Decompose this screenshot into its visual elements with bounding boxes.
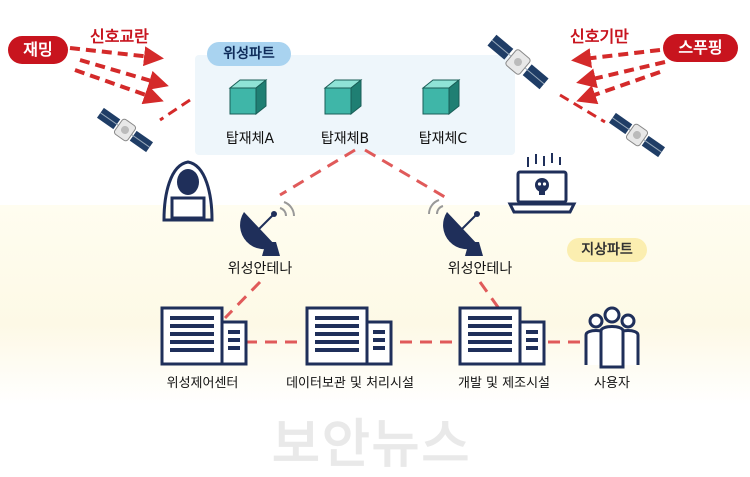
- uplink-lines: [279, 148, 451, 202]
- spoofing-badge: 스푸핑: [663, 34, 738, 62]
- payload-label-a: 탑재체A: [225, 131, 275, 147]
- ground-part-label: 지상파트: [567, 238, 647, 262]
- users-label: 사용자: [594, 376, 630, 391]
- jamming-badge: 재밍: [8, 36, 68, 64]
- facility-label-control: 위성제어센터: [166, 376, 239, 391]
- spoofing-arrows: [559, 48, 666, 124]
- users-icon: [584, 306, 640, 369]
- ground-links: [223, 280, 588, 344]
- payload-cube-a: [228, 78, 268, 116]
- antenna-icon: [240, 201, 295, 256]
- antenna-label-left: 위성안테나: [227, 261, 293, 277]
- watermark: 보안뉴스: [272, 415, 472, 475]
- jamming-title: 신호교란: [90, 27, 149, 46]
- hacker-icon: [162, 160, 214, 222]
- antenna-icon: [428, 199, 483, 256]
- spoofing-title: 신호기만: [570, 27, 629, 46]
- building-icon: [458, 306, 546, 366]
- space-part-label: 위성파트: [207, 42, 291, 66]
- facility-label-data: 데이터보관 및 처리시설: [286, 376, 414, 391]
- satellite-icon: [96, 107, 154, 153]
- payload-label-b: 탑재체B: [320, 131, 370, 147]
- jamming-arrows: [69, 46, 191, 122]
- payload-cube-b: [323, 78, 363, 116]
- satellite-icon: [608, 112, 666, 158]
- building-icon: [305, 306, 393, 366]
- antenna-label-right: 위성안테나: [447, 261, 513, 277]
- building-icon: [160, 306, 248, 366]
- malware-laptop-icon: [507, 153, 577, 214]
- payload-cube-c: [421, 78, 461, 116]
- facility-label-manufacturing: 개발 및 제조시설: [458, 376, 550, 391]
- payload-label-c: 탑재체C: [418, 131, 468, 147]
- satellite-icon: [487, 34, 549, 90]
